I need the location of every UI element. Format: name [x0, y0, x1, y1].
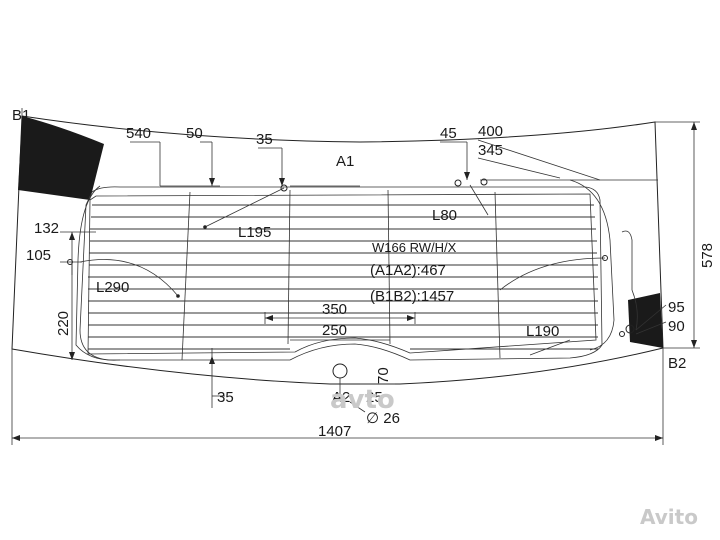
- dim-l195: L195: [238, 224, 271, 241]
- dim-345: 345: [478, 142, 503, 159]
- washer-hole: [332, 363, 348, 379]
- dim-1407: 1407: [318, 423, 351, 440]
- dim-250: 250: [322, 322, 347, 339]
- dim-l190: L190: [526, 323, 559, 340]
- part-a1a2: (A1A2):467: [370, 262, 446, 279]
- dim-95: 95: [668, 299, 685, 316]
- antenna-left-end: [176, 294, 180, 298]
- point-a1-label: A1: [336, 153, 354, 170]
- watermark-center: avto: [330, 385, 395, 415]
- connector-top-right-2: [480, 178, 488, 186]
- grid-divider-2: [287, 189, 291, 345]
- dim-220: 220: [55, 311, 72, 336]
- dim-70: 70: [375, 367, 392, 384]
- dim-540: 540: [126, 125, 151, 142]
- connector-top-right-1: [454, 179, 462, 187]
- arrow-heads: [12, 122, 697, 441]
- dim-l290: L290: [96, 279, 129, 296]
- dim-35-top: 35: [256, 131, 273, 148]
- dim-400: 400: [478, 123, 503, 140]
- visible-area-outline-inner: [87, 193, 597, 355]
- busbar-right: [569, 179, 615, 351]
- grid-divider-1: [181, 191, 191, 361]
- dim-578: 578: [699, 243, 716, 268]
- dim-90: 90: [668, 318, 685, 335]
- antenna-right-end: [602, 255, 608, 261]
- ceramic-band-left: [18, 116, 104, 200]
- connector-bottom-right-2: [619, 331, 625, 337]
- antenna-left: [79, 259, 179, 297]
- dim-45: 45: [440, 125, 457, 142]
- dim-105: 105: [26, 247, 51, 264]
- point-b1-label: B1: [12, 107, 30, 124]
- dimension-lines: [11, 108, 700, 445]
- dim-50: 50: [186, 125, 203, 142]
- point-b2-label: B2: [668, 355, 686, 372]
- dim-l80: L80: [432, 207, 457, 224]
- dim-25: 25: [366, 389, 383, 406]
- glass-outline: [11, 115, 664, 385]
- point-a2-label: A2: [332, 389, 350, 406]
- heating-grid: [88, 204, 598, 350]
- dim-350: 350: [322, 301, 347, 318]
- connector-top-center: [280, 184, 288, 192]
- dim-26: ∅ 26: [366, 410, 400, 427]
- watermark-corner: Avito: [640, 505, 698, 529]
- dim-132: 132: [34, 220, 59, 237]
- busbar-right-2: [621, 230, 638, 331]
- dim-35-bottom: 35: [217, 389, 234, 406]
- connector-bottom-right: [625, 324, 635, 334]
- antenna-right: [499, 257, 606, 291]
- busbar-left: [75, 185, 121, 361]
- part-b1b2: (B1B2):1457: [370, 288, 454, 305]
- part-code: W166 RW/H/X: [372, 240, 457, 255]
- grid-divider-4: [494, 191, 501, 359]
- ceramic-band-right: [628, 293, 663, 348]
